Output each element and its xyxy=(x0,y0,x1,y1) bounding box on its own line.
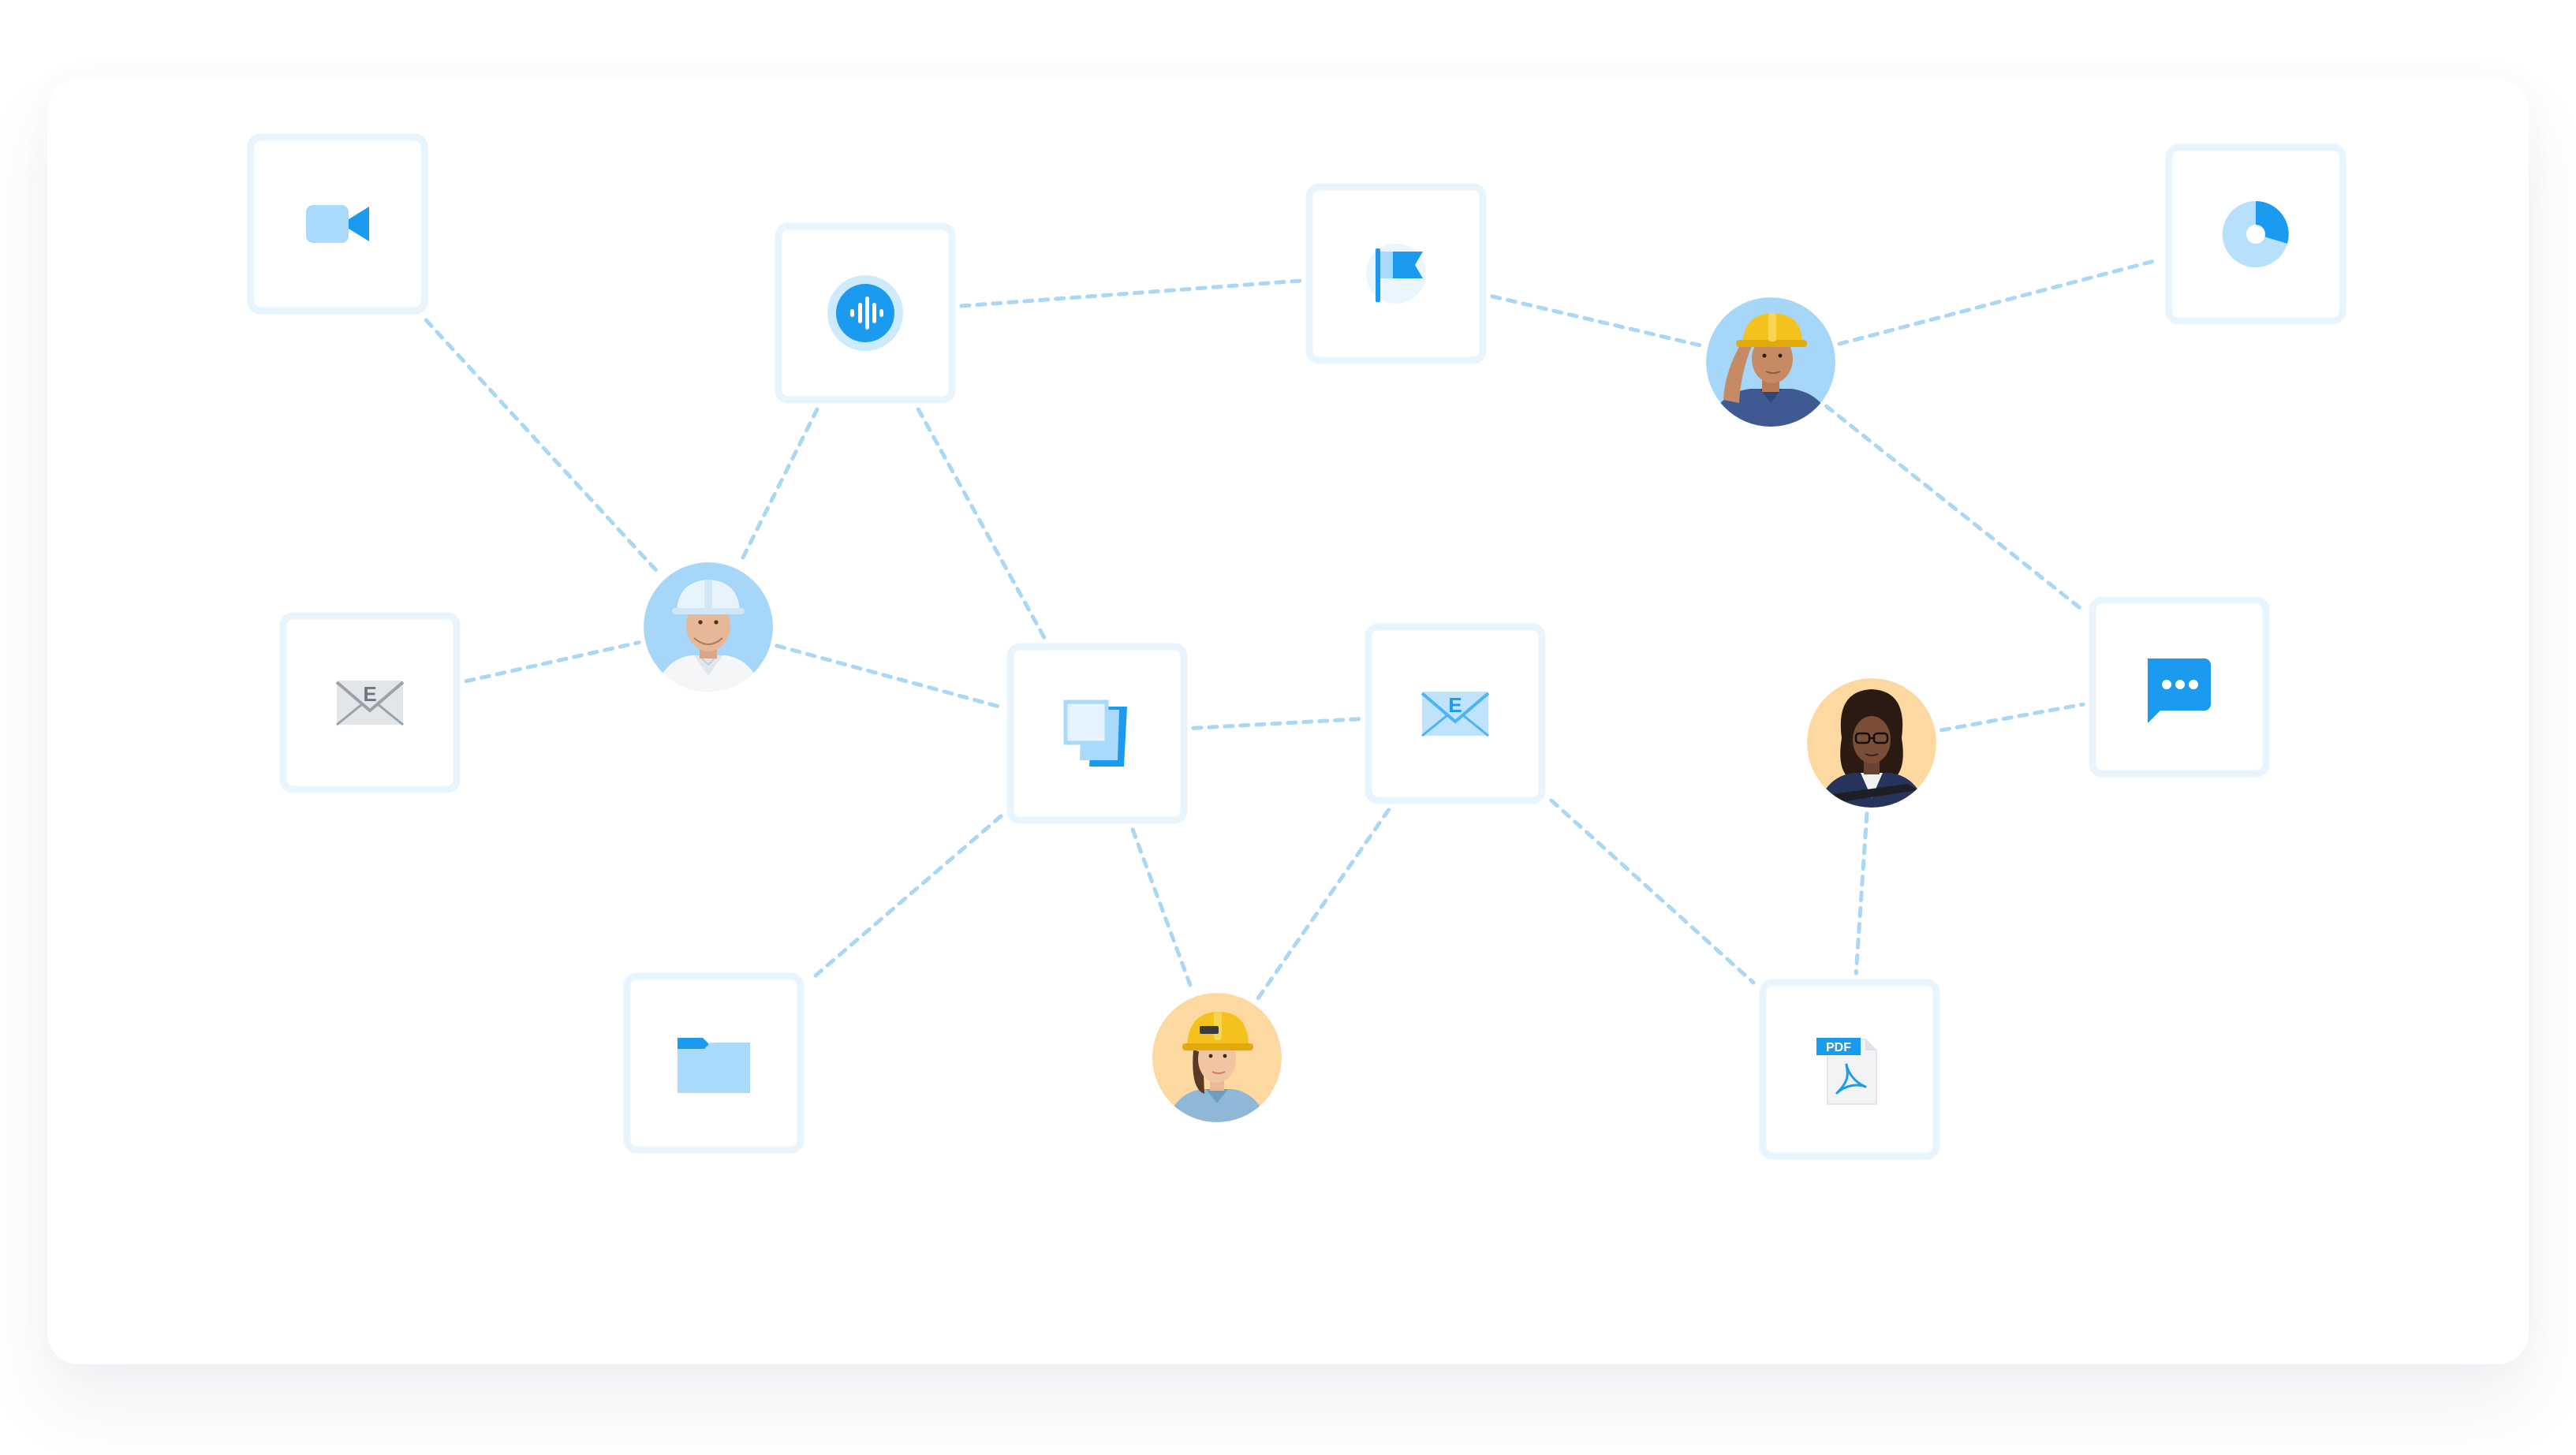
pie-chart-icon xyxy=(2222,200,2289,267)
connection-lines xyxy=(424,257,2162,1002)
tile-folder[interactable] xyxy=(623,972,805,1154)
chat-bubble-icon xyxy=(2148,658,2211,723)
video-camera-icon xyxy=(306,205,369,243)
pdf-file-icon: PDF xyxy=(1816,1038,1877,1105)
tile-layers[interactable] xyxy=(1006,643,1188,824)
layers-icon xyxy=(1063,700,1127,767)
connection-person-2-chat xyxy=(1824,404,2085,613)
connection-email-blue-person-3 xyxy=(1255,808,1391,1002)
connection-flag-person-2 xyxy=(1490,294,1704,348)
tile-audio[interactable] xyxy=(775,222,956,404)
connection-audio-layers xyxy=(916,407,1047,640)
worker-yellow-helmet-female-avatar[interactable] xyxy=(1152,993,1282,1129)
connection-person-2-chart xyxy=(1837,257,2162,346)
envelope-letter: E xyxy=(1448,693,1462,717)
connection-person-1-layers xyxy=(775,644,1003,710)
worker-yellow-helmet-male-avatar[interactable] xyxy=(1706,297,1835,433)
tile-video[interactable] xyxy=(247,133,428,315)
envelope-e-icon: E xyxy=(335,681,405,726)
envelope-letter: E xyxy=(363,682,376,706)
tile-email-blue[interactable]: E xyxy=(1365,623,1546,804)
connection-audio-flag xyxy=(959,278,1302,308)
connection-person-4-pdf xyxy=(1854,811,1869,976)
tile-chart[interactable] xyxy=(2165,144,2346,325)
worker-white-helmet-avatar[interactable] xyxy=(644,562,773,698)
connection-person-4-chat xyxy=(1939,702,2085,733)
businesswoman-avatar[interactable] xyxy=(1807,678,1936,814)
audio-waveform-icon xyxy=(827,275,903,351)
flag-icon xyxy=(1366,244,1426,304)
folder-icon xyxy=(678,1038,750,1093)
envelope-e-icon: E xyxy=(1421,692,1490,737)
pdf-badge-text: PDF xyxy=(1826,1041,1851,1054)
connection-layers-person-3 xyxy=(1130,827,1195,994)
tile-flag[interactable] xyxy=(1305,183,1487,364)
tile-email-gray[interactable]: E xyxy=(279,612,461,793)
connection-email-blue-pdf xyxy=(1549,798,1756,985)
connection-layers-folder xyxy=(808,814,1003,983)
tile-pdf[interactable]: PDF xyxy=(1759,979,1940,1160)
connection-layers-email-blue xyxy=(1191,717,1361,730)
tile-chat[interactable] xyxy=(2089,596,2270,778)
connection-email-gray-person-1 xyxy=(464,640,641,684)
connection-audio-person-1 xyxy=(737,407,819,566)
connection-video-person-1 xyxy=(424,318,663,577)
